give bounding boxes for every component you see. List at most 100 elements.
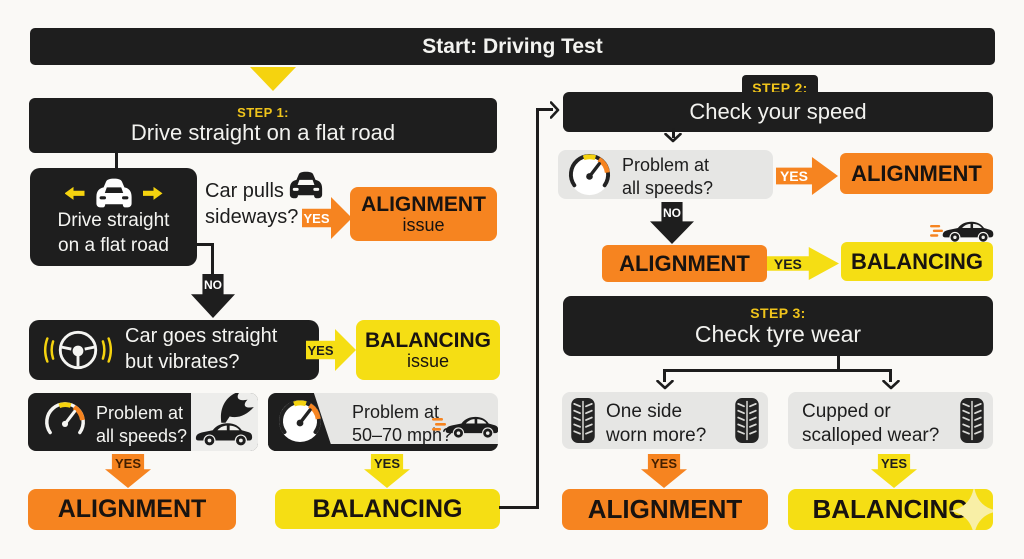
no-arrow: NO — [191, 274, 235, 318]
step1-header: STEP 1: Drive straight on a flat road — [29, 98, 497, 153]
drive-box-line1: Drive straight — [57, 210, 170, 232]
yes-arrow-allspeeds-left: YES — [105, 454, 151, 488]
arrowhead-down-icon — [656, 380, 674, 390]
yes-label: YES — [114, 456, 141, 471]
yes-label: YES — [773, 255, 802, 272]
connector-line — [663, 369, 892, 372]
q-5070-line1: Problem at — [352, 402, 440, 422]
yes-arrow-balancing2: YES — [767, 247, 839, 280]
start-title: Start: Driving Test — [422, 34, 603, 58]
question-car-pulls: Car pulls sideways? — [205, 179, 298, 230]
question-all-speeds-left-node: Problem at all speeds? — [28, 393, 258, 451]
arrowhead-down-icon — [882, 380, 900, 390]
car-front-icon — [90, 177, 138, 209]
question-oneside-node: One side worn more? — [562, 392, 768, 449]
result-label: ALIGNMENT — [57, 495, 207, 523]
no-arrow2: NO — [650, 202, 694, 244]
q-pull-line2: sideways? — [205, 205, 299, 228]
arrowhead-right-icon — [550, 101, 560, 119]
gauge-icon — [42, 399, 88, 445]
yes-label: YES — [779, 168, 808, 184]
connector-line — [536, 108, 553, 111]
yes-label: YES — [650, 456, 677, 471]
connector-line — [889, 369, 892, 382]
connector-line — [196, 243, 214, 246]
result-label: ALIGNMENT — [851, 160, 982, 186]
step1-title: Drive straight on a flat road — [130, 120, 396, 145]
result-label: BALANCING — [851, 248, 983, 274]
alignment-issue-node: ALIGNMENT issue — [350, 187, 497, 241]
step2-label: STEP 2: — [752, 79, 808, 96]
yes-label: YES — [303, 210, 330, 226]
alignment-result2-node: ALIGNMENT — [840, 153, 993, 194]
connector-line — [211, 243, 214, 276]
step3-header: STEP 3: Check tyre wear — [563, 296, 993, 356]
q-allspeeds2-line2: all speeds? — [622, 177, 714, 198]
q-allspeeds2-line1: Problem at — [622, 155, 710, 175]
connector-line — [671, 128, 675, 138]
step3-title: Check tyre wear — [694, 320, 862, 347]
sparkle-icon — [949, 489, 993, 530]
step1-label: STEP 1: — [237, 105, 289, 120]
car-side-icon — [194, 421, 254, 446]
start-banner: Start: Driving Test — [30, 28, 995, 65]
step2-header: Check your speed — [563, 92, 993, 132]
yes-label: YES — [880, 456, 907, 471]
car-front-icon — [284, 169, 328, 201]
q-cupped-line2: scalloped wear? — [802, 425, 940, 447]
step2-title: Check your speed — [689, 99, 867, 124]
tyre-tread-icon — [734, 397, 760, 444]
alignment-result3-node: ALIGNMENT — [562, 489, 768, 530]
tyre-tread-icon — [959, 397, 985, 444]
result-label: ALIGNMENT — [587, 494, 743, 524]
connector-line — [115, 152, 118, 169]
car-side-icon — [941, 220, 995, 242]
tyre-tread-icon — [570, 397, 596, 444]
connector-line — [663, 369, 666, 382]
q-cupped-line1: Cupped or — [802, 401, 891, 422]
no-label: NO — [663, 206, 681, 220]
result-label: ALIGNMENT — [619, 250, 750, 276]
swoosh-icon — [215, 393, 257, 423]
balancing-result-node: BALANCING — [275, 489, 500, 529]
steering-vibrate-icon — [41, 327, 115, 373]
result-line1: BALANCING — [365, 328, 491, 352]
result-line2: issue — [406, 350, 450, 371]
question-5070-node: Problem at 50–70 mph? — [268, 393, 498, 451]
car-front-arrows-icon — [64, 177, 163, 209]
yes-arrow-cupped: YES — [871, 454, 917, 488]
q-oneside-line1: One side — [606, 401, 683, 422]
connector-line — [536, 108, 539, 509]
balancing-issue-node: BALANCING issue — [356, 320, 500, 380]
connector-line — [499, 506, 539, 509]
yes-arrow-pull: YES — [302, 197, 352, 239]
car-swoosh-panel — [191, 393, 258, 451]
gauge-icon — [276, 397, 324, 445]
alignment-node2: ALIGNMENT — [602, 245, 767, 282]
no-label: NO — [204, 278, 222, 292]
q-pull-line1: Car pulls — [205, 180, 284, 202]
yes-arrow-oneside: YES — [641, 454, 687, 488]
right-arrow-icon — [142, 186, 163, 200]
question-vibrates-node: Car goes straight but vibrates? — [29, 320, 319, 380]
yes-arrow-allspeeds2: YES — [776, 157, 838, 195]
drive-straight-node: Drive straight on a flat road — [30, 168, 197, 266]
step3-label: STEP 3: — [750, 304, 806, 321]
q-vibrate-line1: Car goes straight — [125, 325, 278, 348]
result-label: BALANCING — [312, 494, 463, 523]
question-cupped-node: Cupped or scalloped wear? — [788, 392, 993, 449]
result-label: BALANCING — [812, 494, 969, 524]
yes-label: YES — [373, 456, 400, 471]
gauge-icon — [566, 151, 613, 198]
q-allspeeds-line2: all speeds? — [96, 425, 188, 446]
balancing-result3-node: BALANCING — [788, 489, 993, 530]
down-triangle-icon — [250, 67, 296, 91]
yes-label: YES — [307, 342, 334, 358]
result-line2: issue — [402, 214, 445, 235]
car-side-icon — [444, 415, 498, 438]
connector-line — [837, 356, 840, 372]
alignment-result-node: ALIGNMENT — [28, 489, 236, 530]
yes-arrow-5070: YES — [364, 454, 410, 488]
q-vibrate-line2: but vibrates? — [125, 351, 240, 373]
